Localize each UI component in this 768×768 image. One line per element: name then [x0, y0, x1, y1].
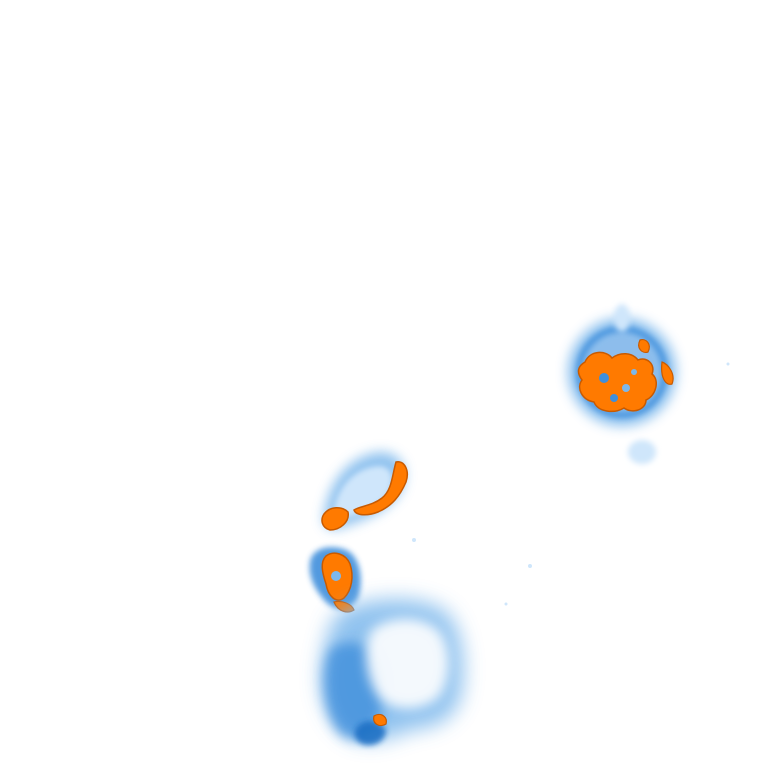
hotspot-upper-right-core [577, 351, 657, 413]
hotspot-arc-right [353, 461, 408, 516]
hotspot-bottom [373, 713, 387, 727]
sparse-specks [412, 362, 730, 606]
upper-right-cluster [568, 304, 676, 464]
middle-left-arc [321, 452, 408, 531]
hotspot-arc-left [321, 507, 349, 531]
bottom-mass [320, 599, 464, 746]
